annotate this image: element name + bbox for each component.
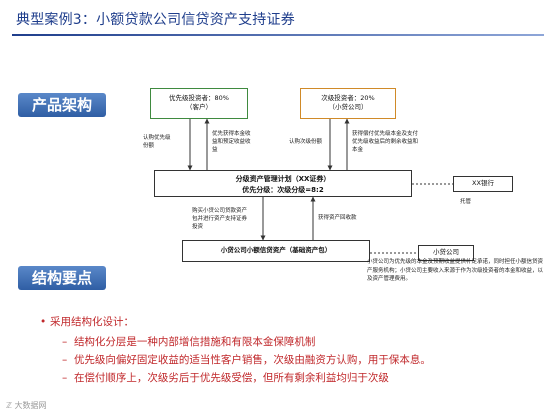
section-label-structure: 结构要点 [18, 266, 107, 290]
junior-investor-share: 次级投资者：20% [321, 94, 375, 102]
bullet-sub-text: 结构化分层是一种内部增信措施和有限本金保障机制 [73, 336, 316, 348]
label-purchase: 购买小贷公司贷款资产 包并进行资产支持证券 投资 [192, 208, 248, 230]
senior-investor-share: 优先级投资者：80% [169, 94, 229, 102]
plan-ratio: 优先分级：次级分级=8:2 [242, 186, 324, 194]
label-junior-subscribe: 认购次级份额 [289, 139, 323, 145]
junior-investor-box: 次级投资者：20% （小贷公司） [300, 88, 396, 119]
bullet-dash: – [62, 372, 68, 384]
senior-investor-role: （客户） [186, 103, 212, 111]
label-principal-income: 获得资产回收款 [318, 215, 357, 221]
bullet-main-text: 采用结构化设计： [50, 316, 134, 328]
label-senior-return: 优先获得本金收 益和预定收益收 益 [212, 131, 251, 153]
section-label-product: 产品架构 [18, 93, 107, 117]
slide-title: 典型案例3：小额贷款公司信贷资产支持证券 [16, 12, 295, 28]
bullet-dot: • [40, 316, 47, 328]
asset-pool-box: 小贷公司小额信贷资产（基础资产包） [182, 240, 370, 262]
bullet-dash: – [62, 354, 68, 366]
senior-investor-box: 优先级投资者：80% （客户） [150, 88, 248, 119]
plan-name: 分级资产管理计划（XX证券） [235, 175, 331, 183]
bullet-main: •采用结构化设计： [40, 314, 134, 329]
label-junior-return: 获得偿付优先级本金及支付 优先级收益后的剩余收益和 本金 [352, 131, 419, 153]
watermark: ℤ 大数据网 [6, 401, 47, 410]
bullet-sub-3: – 在偿付顺序上，次级劣后于优先级受偿，但所有剩余利益均归于次级 [62, 370, 389, 385]
custodian-bank-box: XX银行 [453, 176, 513, 192]
bullet-sub-text: 优先级向偏好固定收益的适当性客户销售，次级由融资方认购，用于保本息。 [73, 354, 431, 366]
label-senior-subscribe: 认购优先级 份额 [143, 135, 171, 149]
label-custody: 托管 [460, 199, 472, 205]
title-underline [12, 34, 544, 36]
lender-role-note: 小贷公司为优先级的本金及预期收益提供补足承诺，同时担任小额信贷资产服务机构；小贷… [367, 259, 544, 282]
bullet-sub-2: – 优先级向偏好固定收益的适当性客户销售，次级由融资方认购，用于保本息。 [62, 352, 431, 367]
bullet-dash: – [62, 336, 68, 348]
asset-management-plan-box: 分级资产管理计划（XX证券） 优先分级：次级分级=8:2 [154, 170, 412, 197]
junior-investor-role: （小贷公司） [328, 103, 368, 111]
bullet-sub-1: – 结构化分层是一种内部增信措施和有限本金保障机制 [62, 334, 315, 349]
lender-box: 小贷公司 [418, 245, 474, 261]
bullet-sub-text: 在偿付顺序上，次级劣后于优先级受偿，但所有剩余利益均归于次级 [73, 372, 389, 384]
